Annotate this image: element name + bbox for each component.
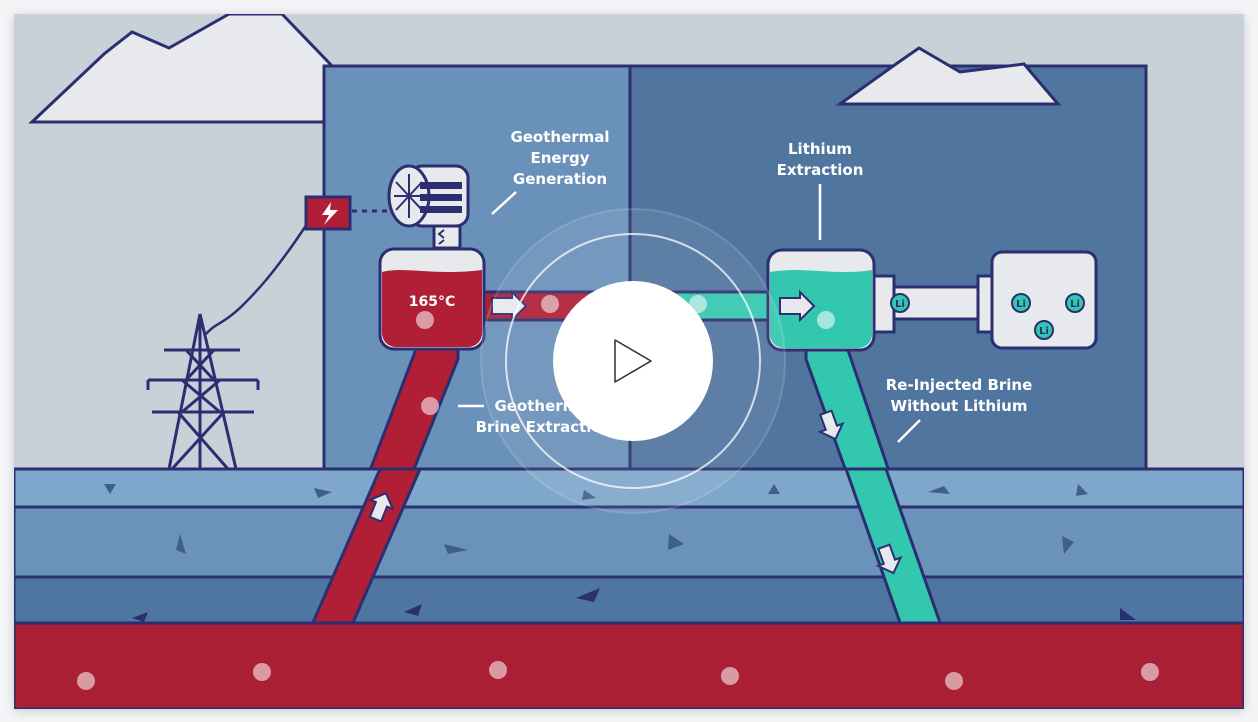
play-button[interactable]: [480, 208, 786, 514]
reinjected-brine-label: Re-Injected Brine Without Lithium: [886, 376, 1033, 415]
svg-text:Li: Li: [1070, 299, 1080, 310]
lithium-storage-box: [990, 250, 1098, 350]
svg-text:Li: Li: [1039, 326, 1049, 337]
rock-fragments-dark: [132, 588, 1136, 622]
lithium-ion-icon: Li: [1065, 293, 1085, 313]
flow-arrow-icon: [779, 289, 816, 323]
heat-bubbles: [77, 295, 1159, 690]
label-leader-line: [897, 419, 921, 443]
turbine-generator-icon: [387, 164, 470, 250]
magma-layer: [14, 621, 1244, 709]
geothermal-energy-label: Geothermal Energy Generation: [510, 128, 609, 188]
svg-text:Re-Injected Brine: Re-Injected Brine: [886, 376, 1033, 394]
lithium-extraction-tank: [766, 248, 876, 352]
video-frame: 165°C Li Li Li Li Geothermal Energy Gene…: [14, 14, 1244, 709]
rock-fragments: [104, 484, 1088, 554]
ground-layer-middle: [14, 505, 1244, 579]
svg-text:Lithium: Lithium: [788, 140, 852, 158]
svg-text:Li: Li: [1016, 299, 1026, 310]
play-icon[interactable]: [614, 339, 652, 383]
flow-arrow-down-icon: [875, 543, 903, 575]
svg-text:Li: Li: [895, 299, 905, 310]
label-leader-line: [491, 191, 517, 215]
lithium-ion-icon: Li: [890, 293, 910, 313]
lightning-icon: [322, 202, 338, 225]
svg-text:Energy: Energy: [530, 149, 589, 167]
power-line: [205, 223, 309, 335]
transmission-tower-icon: [146, 313, 260, 471]
flow-arrow-down-icon: [817, 409, 845, 441]
svg-text:Extraction: Extraction: [777, 161, 864, 179]
svg-text:Geothermal: Geothermal: [510, 128, 609, 146]
flow-arrow-icon: [491, 289, 528, 323]
svg-text:Without Lithium: Without Lithium: [891, 397, 1028, 415]
mountain-right: [835, 46, 1062, 106]
lithium-ion-icon: Li: [1011, 293, 1031, 313]
temperature-label: 165°C: [409, 294, 456, 310]
svg-text:Brine Extraction: Brine Extraction: [476, 418, 613, 436]
lithium-extraction-label: Lithium Extraction: [777, 140, 864, 179]
lithium-ion-icon: Li: [1034, 320, 1054, 340]
video-player[interactable]: 165°C Li Li Li Li Geothermal Energy Gene…: [14, 14, 1244, 709]
svg-text:Generation: Generation: [513, 170, 607, 188]
ground-layer-deep: [14, 575, 1244, 625]
flow-arrow-up-icon: [367, 491, 395, 523]
